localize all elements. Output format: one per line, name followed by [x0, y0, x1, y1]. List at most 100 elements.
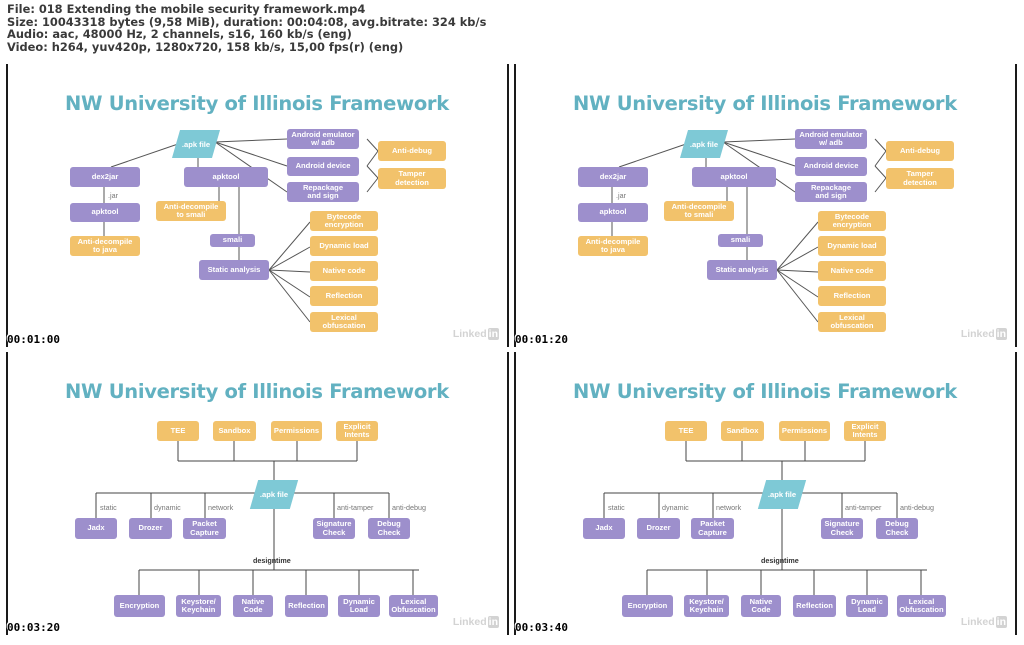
anti-decompile-java-node: Anti-decompile to java	[70, 236, 140, 256]
anti-debug-node: Anti-debug	[378, 141, 446, 161]
keystore-keychain-node: Keystore/ Keychain	[176, 595, 221, 617]
repackage-node: Repackage and sign	[795, 182, 867, 202]
file-info: File: 018 Extending the mobile security …	[7, 3, 486, 54]
apk-file-node: .apk file	[171, 130, 221, 158]
apk-file-node: .apk file	[249, 480, 299, 509]
explicit-intents-node: Explicit Intents	[336, 421, 378, 441]
thumbnail-frame-1[interactable]: NW University of Illinois Framework .apk…	[8, 64, 505, 344]
bytecode-encryption-node: Bytecode encryption	[310, 211, 378, 231]
frame-divider	[6, 352, 8, 635]
static-analysis-node: Static analysis	[707, 260, 777, 280]
lexical-obfuscation-node: Lexical obfuscation	[818, 312, 886, 332]
timestamp-frame-4: 00:03:40	[515, 621, 568, 634]
signature-check-node: Signature Check	[313, 518, 355, 539]
jar-label: .jar	[616, 191, 626, 200]
label-design: design	[253, 556, 277, 565]
apktool-mid-node: apktool	[184, 167, 268, 187]
anti-debug-node: Anti-debug	[886, 141, 954, 161]
android-emulator-node: Android emulator w/ adb	[287, 129, 359, 149]
frame-divider	[1015, 64, 1017, 347]
permissions-node: Permissions	[271, 421, 322, 441]
timestamp-frame-2: 00:01:20	[515, 333, 568, 346]
watermark-in-badge: in	[487, 328, 499, 340]
frame-divider	[1015, 352, 1017, 635]
lexical-obfuscation-node: Lexical Obfuscation	[389, 595, 438, 617]
apktool-left-node: apktool	[578, 203, 648, 222]
repackage-node: Repackage and sign	[287, 182, 359, 202]
jadx-node: Jadx	[583, 518, 625, 539]
slide-title: NW University of Illinois Framework	[65, 92, 449, 115]
anti-decompile-smali-node: Anti-decompile to smali	[664, 201, 734, 221]
jadx-node: Jadx	[75, 518, 117, 539]
thumbnail-frame-4[interactable]: NW University of Illinois Framework	[516, 352, 1013, 632]
reflection-node: Reflection	[285, 595, 328, 617]
apk-file-node: .apk file	[679, 130, 729, 158]
thumbnail-frame-3[interactable]: NW University of Illinois Framework	[8, 352, 505, 632]
packet-capture-node: Packet Capture	[183, 518, 226, 539]
anti-decompile-java-node: Anti-decompile to java	[578, 236, 648, 256]
lexical-obfuscation-node: Lexical obfuscation	[310, 312, 378, 332]
thumbnail-frame-2[interactable]: NW University of Illinois Framework .apk…	[516, 64, 1013, 344]
label-anti-tamper: anti-tamper	[337, 503, 374, 512]
apk-file-label: .apk file	[767, 490, 797, 499]
android-device-node: Android device	[795, 157, 867, 176]
watermark-text: Linked	[960, 328, 995, 340]
label-anti-tamper: anti-tamper	[845, 503, 882, 512]
encryption-node: Encryption	[114, 595, 165, 617]
apk-file-label: .apk file	[689, 139, 719, 149]
frame-divider	[514, 352, 516, 635]
smali-node: smali	[210, 234, 255, 247]
dex2jar-node: dex2jar	[70, 167, 140, 187]
label-static: static	[608, 503, 625, 512]
drozer-node: Drozer	[637, 518, 680, 539]
watermark-in-badge: in	[995, 616, 1007, 628]
keystore-keychain-node: Keystore/ Keychain	[684, 595, 729, 617]
slide-title: NW University of Illinois Framework	[65, 380, 449, 403]
video-info-line: Video: h264, yuv420p, 1280x720, 158 kb/s…	[7, 40, 404, 55]
watermark-text: Linked	[452, 328, 487, 340]
watermark-in-badge: in	[487, 616, 499, 628]
android-emulator-node: Android emulator w/ adb	[795, 129, 867, 149]
watermark-text: Linked	[960, 616, 995, 628]
explicit-intents-node: Explicit Intents	[844, 421, 886, 441]
audio-info-line: Audio: aac, 48000 Hz, 2 channels, s16, 1…	[7, 27, 352, 42]
frame-divider	[514, 64, 516, 347]
frame-divider	[507, 64, 509, 347]
connector-lines	[95, 441, 419, 595]
tee-node: TEE	[157, 421, 199, 441]
watermark-in-badge: in	[995, 328, 1007, 340]
debug-check-node: Debug Check	[876, 518, 918, 539]
label-static: static	[100, 503, 117, 512]
dex2jar-node: dex2jar	[578, 167, 648, 187]
debug-check-node: Debug Check	[368, 518, 410, 539]
native-code-node: Native code	[310, 261, 378, 281]
connector-lines	[603, 441, 927, 595]
anti-decompile-smali-node: Anti-decompile to smali	[156, 201, 226, 221]
label-dynamic: dynamic	[154, 503, 181, 512]
frame-divider	[6, 64, 8, 347]
label-time: time	[276, 556, 291, 565]
apk-file-node: .apk file	[757, 480, 807, 509]
reflection-node: Reflection	[310, 286, 378, 306]
connector-lines	[611, 138, 887, 323]
lexical-obfuscation-node: Lexical Obfuscation	[897, 595, 946, 617]
slide-title: NW University of Illinois Framework	[573, 92, 957, 115]
label-anti-debug: anti-debug	[900, 503, 934, 512]
label-network: network	[716, 503, 742, 512]
dynamic-load-node: Dynamic Load	[338, 595, 380, 617]
connector-lines	[103, 138, 379, 323]
reflection-node: Reflection	[793, 595, 836, 617]
reflection-node: Reflection	[818, 286, 886, 306]
sandbox-node: Sandbox	[213, 421, 256, 441]
label-network: network	[208, 503, 234, 512]
apktool-left-node: apktool	[70, 203, 140, 222]
apktool-mid-node: apktool	[692, 167, 776, 187]
packet-capture-node: Packet Capture	[691, 518, 734, 539]
signature-check-node: Signature Check	[821, 518, 863, 539]
tamper-detection-node: Tamper detection	[886, 168, 954, 189]
static-analysis-node: Static analysis	[199, 260, 269, 280]
